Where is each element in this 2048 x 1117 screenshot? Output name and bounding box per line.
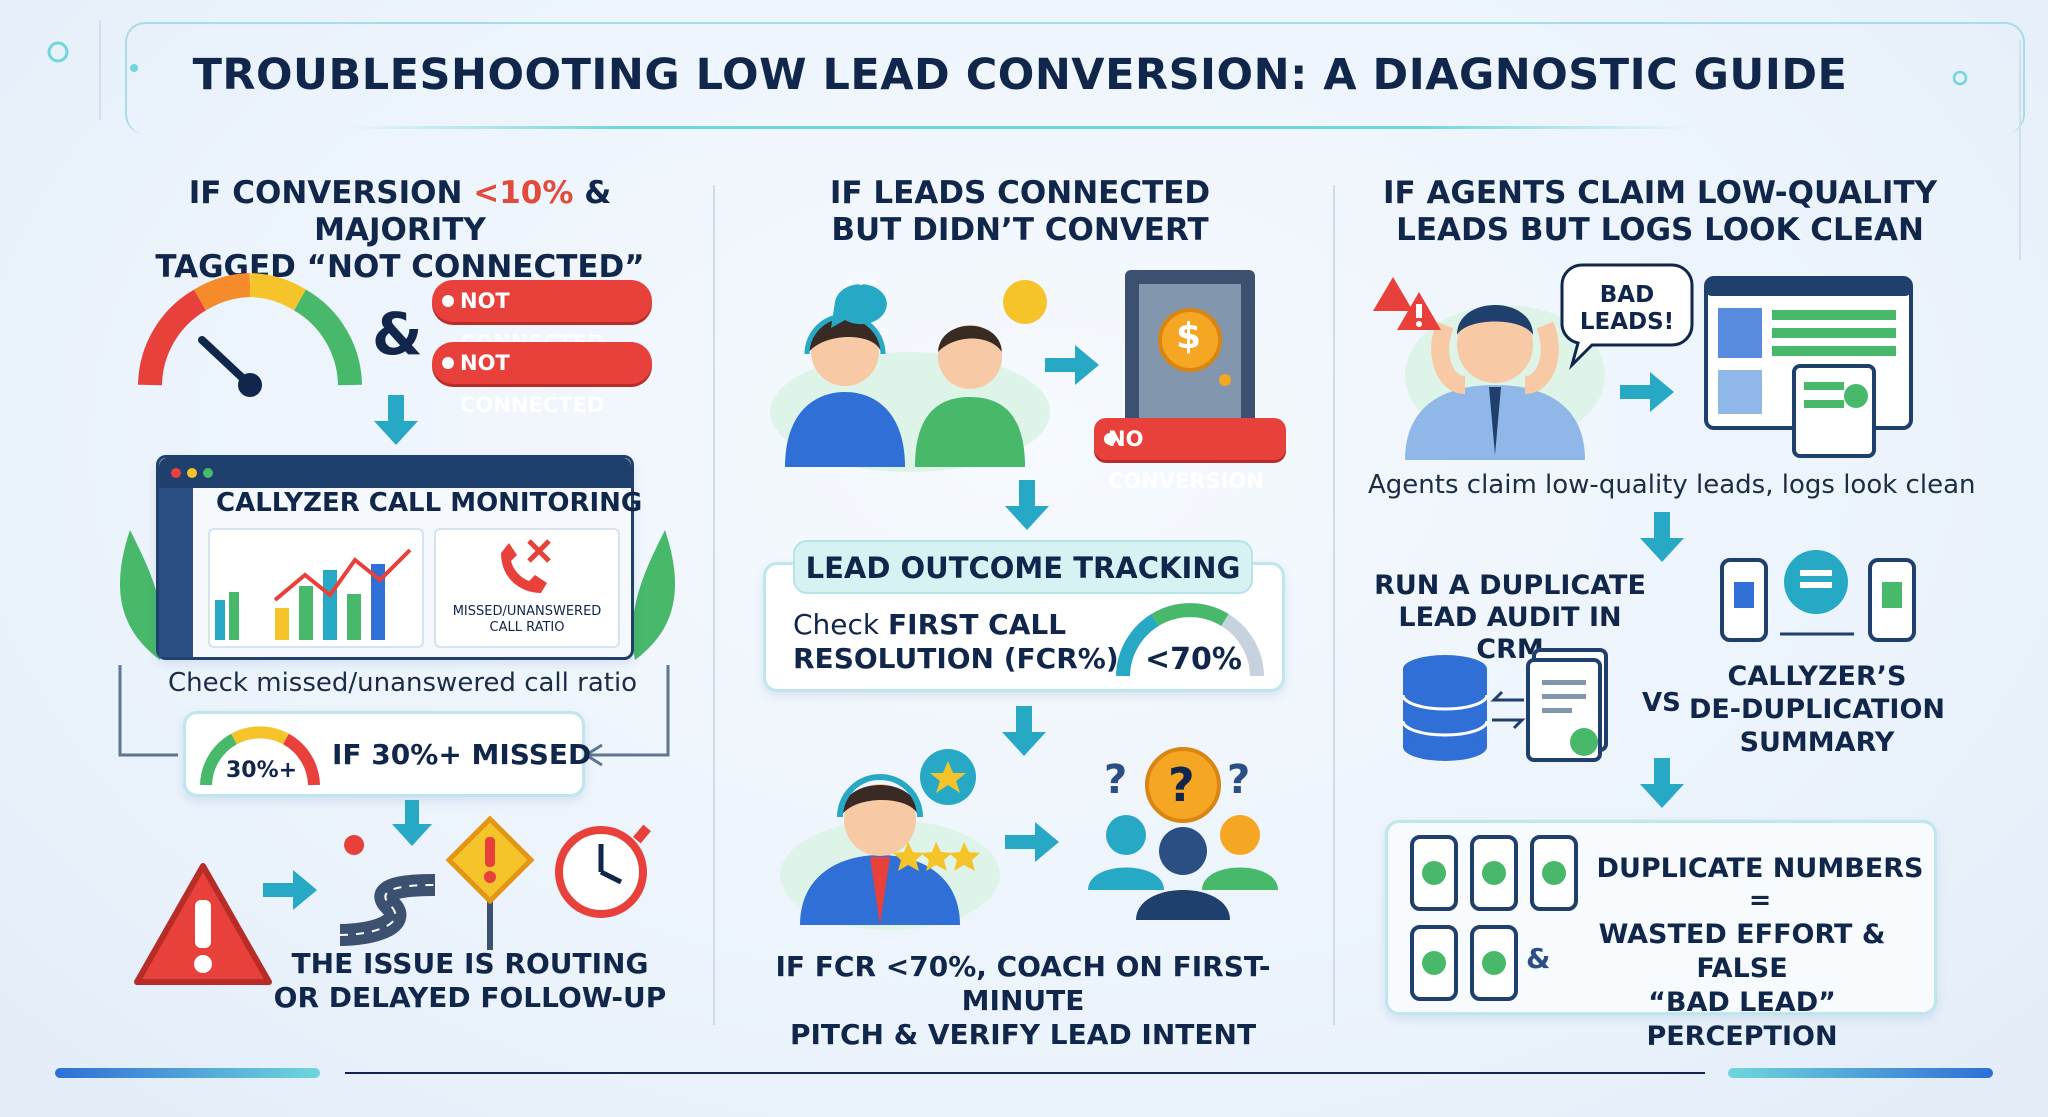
vs-label: VS (1642, 688, 1681, 718)
duplicate-result-text: WASTED EFFORT & FALSE“BAD LEAD” PERCEPTI… (1598, 919, 1886, 1052)
warning-triangle-icon (1397, 292, 1441, 330)
arrow-down-icon (374, 395, 418, 445)
corner-decoration-left (47, 20, 138, 120)
phone-sync-icon (1720, 550, 1916, 642)
tracking-title-tab (793, 540, 1253, 594)
question-mark-2: ? (1168, 758, 1195, 812)
arrow-down-icon (392, 800, 432, 846)
clock-icon (555, 824, 651, 918)
check-missed-text: Check missed/unanswered call ratio (168, 668, 638, 698)
coaching-agent-illustration (780, 749, 1000, 930)
footer-accent-left (55, 1068, 320, 1078)
arrow-down-icon (1640, 758, 1684, 808)
leaf-decoration-left (120, 530, 163, 660)
no-conversion-badge: NO CONVERSION (1094, 418, 1286, 493)
duplicate-equals: = (1748, 885, 1772, 916)
col1-heading: IF CONVERSION <10% & MAJORITY TAGGED “NO… (155, 175, 645, 285)
chart-card (208, 528, 424, 648)
crm-database-icon (1401, 655, 1489, 761)
dashboard-title: CALLYZER CALL MONITORING (216, 488, 643, 518)
arrow-right-icon (263, 870, 317, 910)
missed-threshold-text: IF 30%+ MISSED (332, 738, 592, 771)
document-check-icon (1526, 648, 1608, 762)
dashboard-sidebar (159, 488, 193, 657)
door-dollar-sign: $ (1176, 316, 1202, 357)
fcr-gauge-value: <70% (1145, 642, 1242, 677)
arrow-down-icon (1005, 480, 1049, 530)
duplicate-phones-icon (1410, 835, 1578, 1001)
window-controls-icon (171, 468, 213, 478)
title-underline (350, 126, 1690, 129)
arrow-right-icon (1045, 345, 1099, 385)
feedback-loop-lines (118, 665, 670, 767)
fcr-gauge-icon (1116, 603, 1264, 677)
tag-not-connected-1: NOT CONNECTED (432, 280, 652, 355)
fcr-check-text: Check FIRST CALL RESOLUTION (FCR%) (793, 608, 1119, 675)
title-frame (125, 22, 2025, 134)
arrow-down-icon (1640, 512, 1684, 562)
duplicate-numbers-title: DUPLICATE NUMBERS (1596, 853, 1924, 884)
tracking-title: LEAD OUTCOME TRACKING (805, 551, 1241, 585)
ampersand: & (372, 300, 423, 368)
missed-call-icon (501, 539, 551, 593)
footer-line (345, 1072, 1705, 1074)
arrow-down-icon (1002, 706, 1046, 756)
agents-claim-caption: Agents claim low-quality leads, logs loo… (1368, 470, 1976, 500)
caution-sign-icon (445, 815, 535, 950)
threshold-gauge-value: 30%+ (226, 758, 298, 783)
arrow-right-icon (1620, 372, 1674, 412)
corner-decoration-right (1952, 40, 2021, 260)
tag-not-connected-2: NOT CONNECTED (432, 342, 652, 417)
speech-bubble-icon (1560, 263, 1694, 371)
question-mark-3: ? (1227, 757, 1251, 803)
threshold-gauge-icon (200, 726, 320, 786)
sync-arrows-icon (1490, 690, 1526, 730)
agent-and-lead-conversation-illustration (770, 279, 1050, 472)
duplicate-amp: & (1526, 942, 1551, 975)
dashboard-titlebar (159, 458, 631, 488)
leaf-decoration-right (632, 530, 675, 660)
question-mark-1: ? (1104, 757, 1128, 803)
alert-warning-icon (134, 863, 272, 985)
stressed-agent-illustration (1373, 277, 1605, 460)
footer-accent-right (1728, 1068, 1993, 1078)
speedometer-gauge-icon (138, 273, 362, 397)
winding-road-icon (339, 835, 436, 946)
page-title: TROUBLESHOOTING LOW LEAD CONVERSION: A D… (192, 50, 1848, 100)
bar-line-chart-icon (215, 548, 412, 640)
arrow-right-icon (1005, 822, 1059, 862)
missed-threshold-panel (183, 711, 585, 797)
clean-logs-dashboard-icon (1704, 276, 1913, 458)
column-divider-1 (713, 185, 715, 1025)
column-divider-2 (1333, 185, 1335, 1025)
uncertain-leads-group-icon (1088, 747, 1278, 920)
